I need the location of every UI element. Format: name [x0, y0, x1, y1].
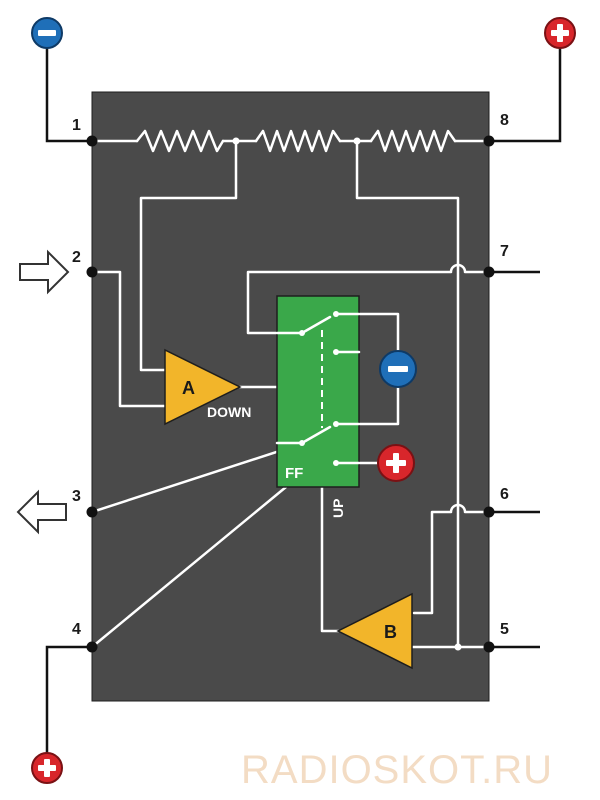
resistor-2	[254, 129, 342, 153]
comparator-a-label: A	[182, 378, 195, 398]
flipflop-block	[276, 295, 360, 488]
resistor-3	[369, 129, 457, 153]
output-arrow-icon	[16, 489, 67, 535]
wire-external-minus-top	[45, 48, 92, 143]
resistor-1	[135, 129, 225, 153]
switch-node	[333, 421, 339, 427]
pin-label-5: 5	[500, 621, 509, 638]
pin-dot-4	[86, 641, 98, 653]
switch-blade-bottom	[300, 425, 332, 445]
pin-label-1: 1	[72, 117, 81, 134]
wire-external-plus-top	[489, 48, 562, 143]
wire-external-plus-bottom	[45, 645, 92, 753]
switch-blade-top	[300, 315, 332, 335]
flipflop-label: FF	[285, 465, 303, 482]
pin-label-8: 8	[500, 112, 509, 129]
minus-terminal-icon	[379, 350, 417, 388]
pin-label-7: 7	[500, 243, 509, 260]
wire-pin6	[412, 503, 491, 615]
wire-pin2	[90, 270, 167, 408]
switch-node	[333, 460, 339, 466]
plus-terminal-icon	[377, 444, 415, 482]
pin-dot-5	[483, 641, 495, 653]
pin-dot-7	[483, 266, 495, 278]
junction-dot	[353, 137, 361, 145]
wire-pin7	[246, 263, 491, 335]
comparator-b	[336, 592, 413, 670]
pin-label-6: 6	[500, 486, 509, 503]
up-label: UP	[330, 499, 346, 518]
comparator-b-label: B	[384, 622, 397, 642]
minus-terminal-icon	[31, 17, 63, 49]
pin-label-4: 4	[72, 621, 81, 638]
down-label: DOWN	[207, 404, 251, 420]
pin-label-2: 2	[72, 249, 81, 266]
comparator-a	[164, 348, 242, 426]
junction-dot	[232, 137, 240, 145]
watermark: RADIOSKOT.RU	[241, 748, 553, 792]
input-arrow-icon	[19, 249, 70, 295]
switch-node	[299, 330, 305, 336]
plus-terminal-icon	[31, 752, 63, 784]
wire-pin4	[90, 485, 288, 649]
switch-node	[299, 440, 305, 446]
wire-up	[320, 485, 344, 633]
switch-node	[333, 311, 339, 317]
pin-label-3: 3	[72, 488, 81, 505]
pin-dot-1	[86, 135, 98, 147]
wire-tap-b	[355, 139, 460, 649]
wire-pin3	[90, 441, 306, 514]
pin-dot-3	[86, 506, 98, 518]
switch-node	[333, 349, 339, 355]
wire-tap-a	[139, 139, 238, 372]
pin-dot-2	[86, 266, 98, 278]
plus-terminal-icon	[544, 17, 576, 49]
junction-dot	[454, 643, 462, 651]
pin-dot-8	[483, 135, 495, 147]
pin-dot-6	[483, 506, 495, 518]
